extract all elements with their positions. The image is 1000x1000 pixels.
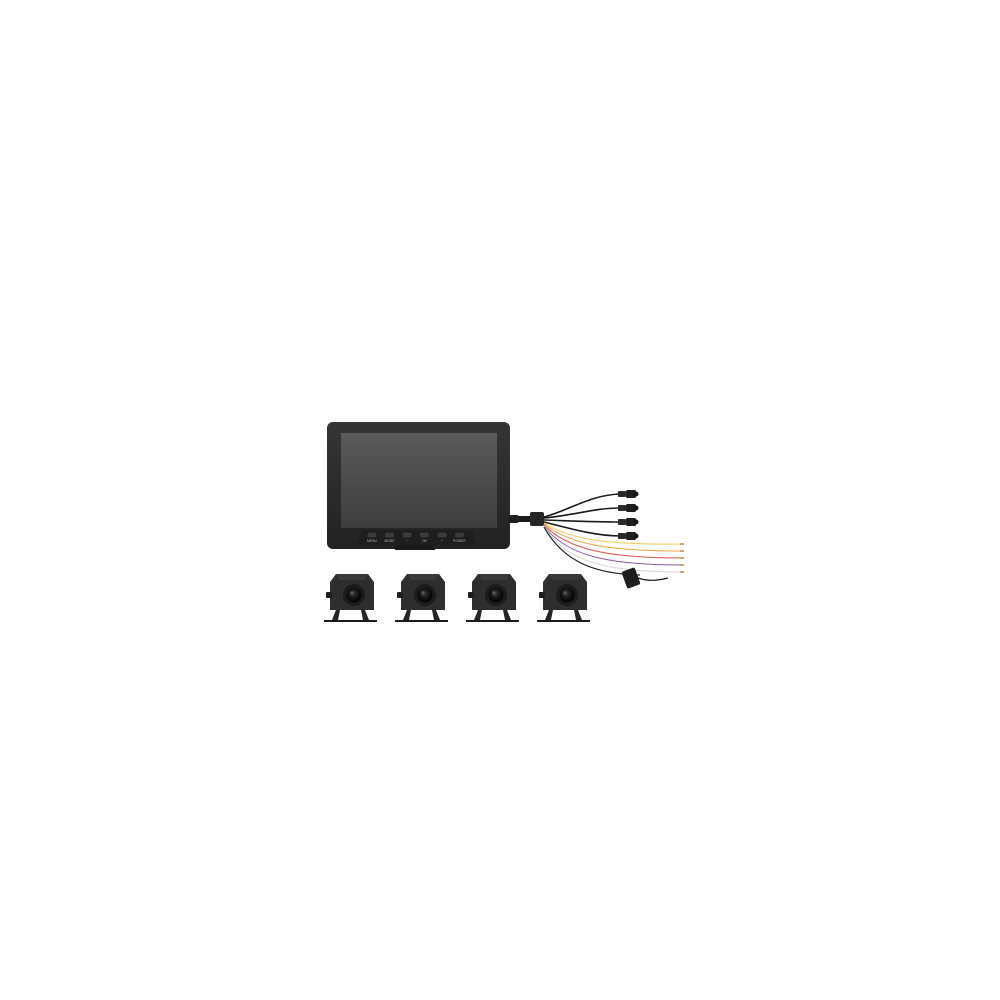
cameras bbox=[324, 574, 590, 622]
wire-purple bbox=[543, 525, 684, 566]
menu-button-icon[interactable]: MENU bbox=[367, 532, 377, 543]
wire-orange bbox=[543, 523, 684, 552]
aviation-connectors bbox=[618, 490, 639, 540]
wire-white bbox=[543, 525, 684, 573]
main-cable bbox=[518, 516, 538, 522]
power-button-icon[interactable]: POWER bbox=[453, 532, 466, 543]
aviation-connector bbox=[618, 532, 639, 540]
mode-button-icon[interactable]: MODE bbox=[385, 532, 395, 543]
button-label: + bbox=[441, 539, 443, 543]
monitor: MENU MODE − OK + POWER bbox=[327, 422, 518, 550]
camera-icon bbox=[324, 574, 377, 622]
down-button-icon[interactable]: − bbox=[402, 532, 412, 543]
camera-icon bbox=[395, 574, 448, 622]
wire-terminal bbox=[680, 557, 684, 559]
monitor-buttons: MENU MODE − OK + POWER bbox=[367, 532, 466, 543]
cable-exit bbox=[508, 515, 518, 523]
monitor-mount bbox=[395, 545, 435, 550]
button-label: OK bbox=[422, 539, 428, 543]
button-label: − bbox=[406, 539, 408, 543]
button-label: POWER bbox=[453, 539, 466, 543]
camera-icon bbox=[537, 574, 590, 622]
wire-harness bbox=[518, 490, 684, 589]
ok-button-icon[interactable]: OK bbox=[420, 532, 429, 543]
wire-terminal bbox=[680, 564, 684, 566]
button-label: MENU bbox=[367, 539, 377, 543]
wire-tips bbox=[680, 543, 684, 573]
monitor-screen bbox=[341, 433, 497, 528]
junction-connector bbox=[530, 512, 544, 526]
wire-terminal bbox=[680, 571, 684, 573]
aviation-connector bbox=[618, 490, 639, 498]
camera-icon bbox=[466, 574, 519, 622]
wire-red bbox=[543, 524, 684, 559]
aviation-connector bbox=[618, 518, 639, 526]
wire-terminal bbox=[680, 550, 684, 552]
fuse-holder bbox=[621, 567, 669, 589]
wire-yellow bbox=[543, 522, 684, 545]
up-button-icon[interactable]: + bbox=[437, 532, 447, 543]
aviation-connector bbox=[618, 504, 639, 512]
wire-terminal bbox=[680, 543, 684, 545]
button-label: MODE bbox=[385, 539, 395, 543]
